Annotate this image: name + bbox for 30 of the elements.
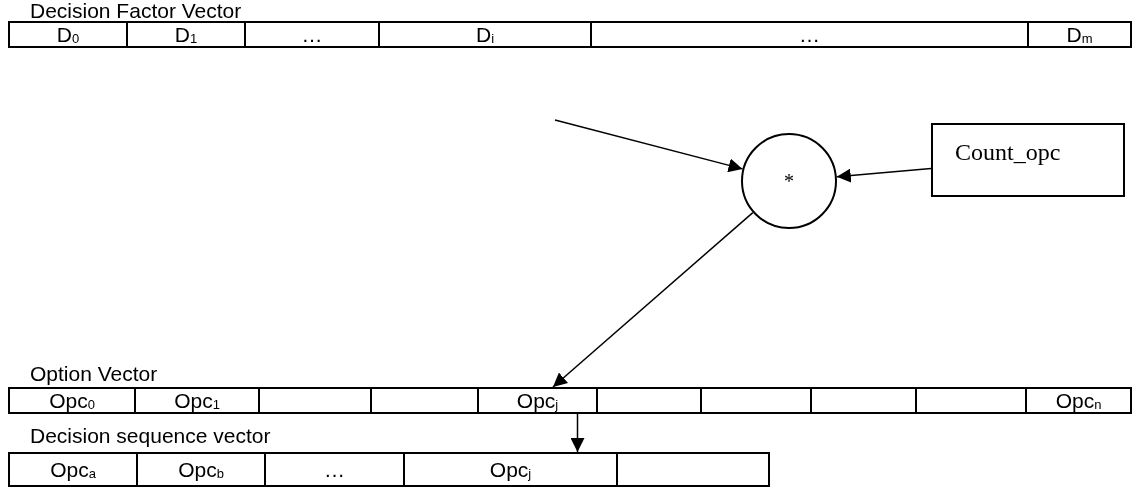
arrow: [552, 211, 754, 388]
vector-cell: …: [244, 21, 380, 48]
vector-cell: D$_{1}$: [126, 21, 246, 48]
arrow: [570, 413, 585, 453]
vector-heading: Decision Factor Vector: [30, 0, 242, 22]
arrow: [836, 167, 932, 183]
vector-cell: Opc$_{j}$: [403, 452, 618, 487]
operator-circle: *: [741, 133, 837, 229]
vector-cell: D$_{i}$: [378, 21, 592, 48]
empty-cell: [700, 387, 812, 414]
empty-cell: [596, 387, 702, 414]
empty-cell: [810, 387, 917, 414]
vector-cell: Opc$_{n}$: [1025, 387, 1132, 414]
vector-cell: D$_{m}$: [1027, 21, 1132, 48]
vector-cell: Opc$_{1}$: [134, 387, 260, 414]
vector-cell: …: [590, 21, 1029, 48]
vector-cell: …: [264, 452, 405, 487]
vector-heading: Option Vector: [30, 363, 158, 385]
arrow: [554, 119, 744, 173]
vector-cell: Opc$_{a}$: [8, 452, 138, 487]
empty-cell: [915, 387, 1027, 414]
vector-cell: D$_{0}$: [8, 21, 128, 48]
empty-cell: [370, 387, 479, 414]
vector-cell: Opc$_{j}$: [477, 387, 598, 414]
empty-cell: [258, 387, 372, 414]
vector-heading: Decision sequence vector: [30, 425, 271, 447]
label-box: Count_opc: [931, 123, 1125, 197]
vector-cell: Opc$_{b}$: [136, 452, 266, 487]
vector-cell: Opc$_{0}$: [8, 387, 136, 414]
empty-cell: [616, 452, 770, 487]
